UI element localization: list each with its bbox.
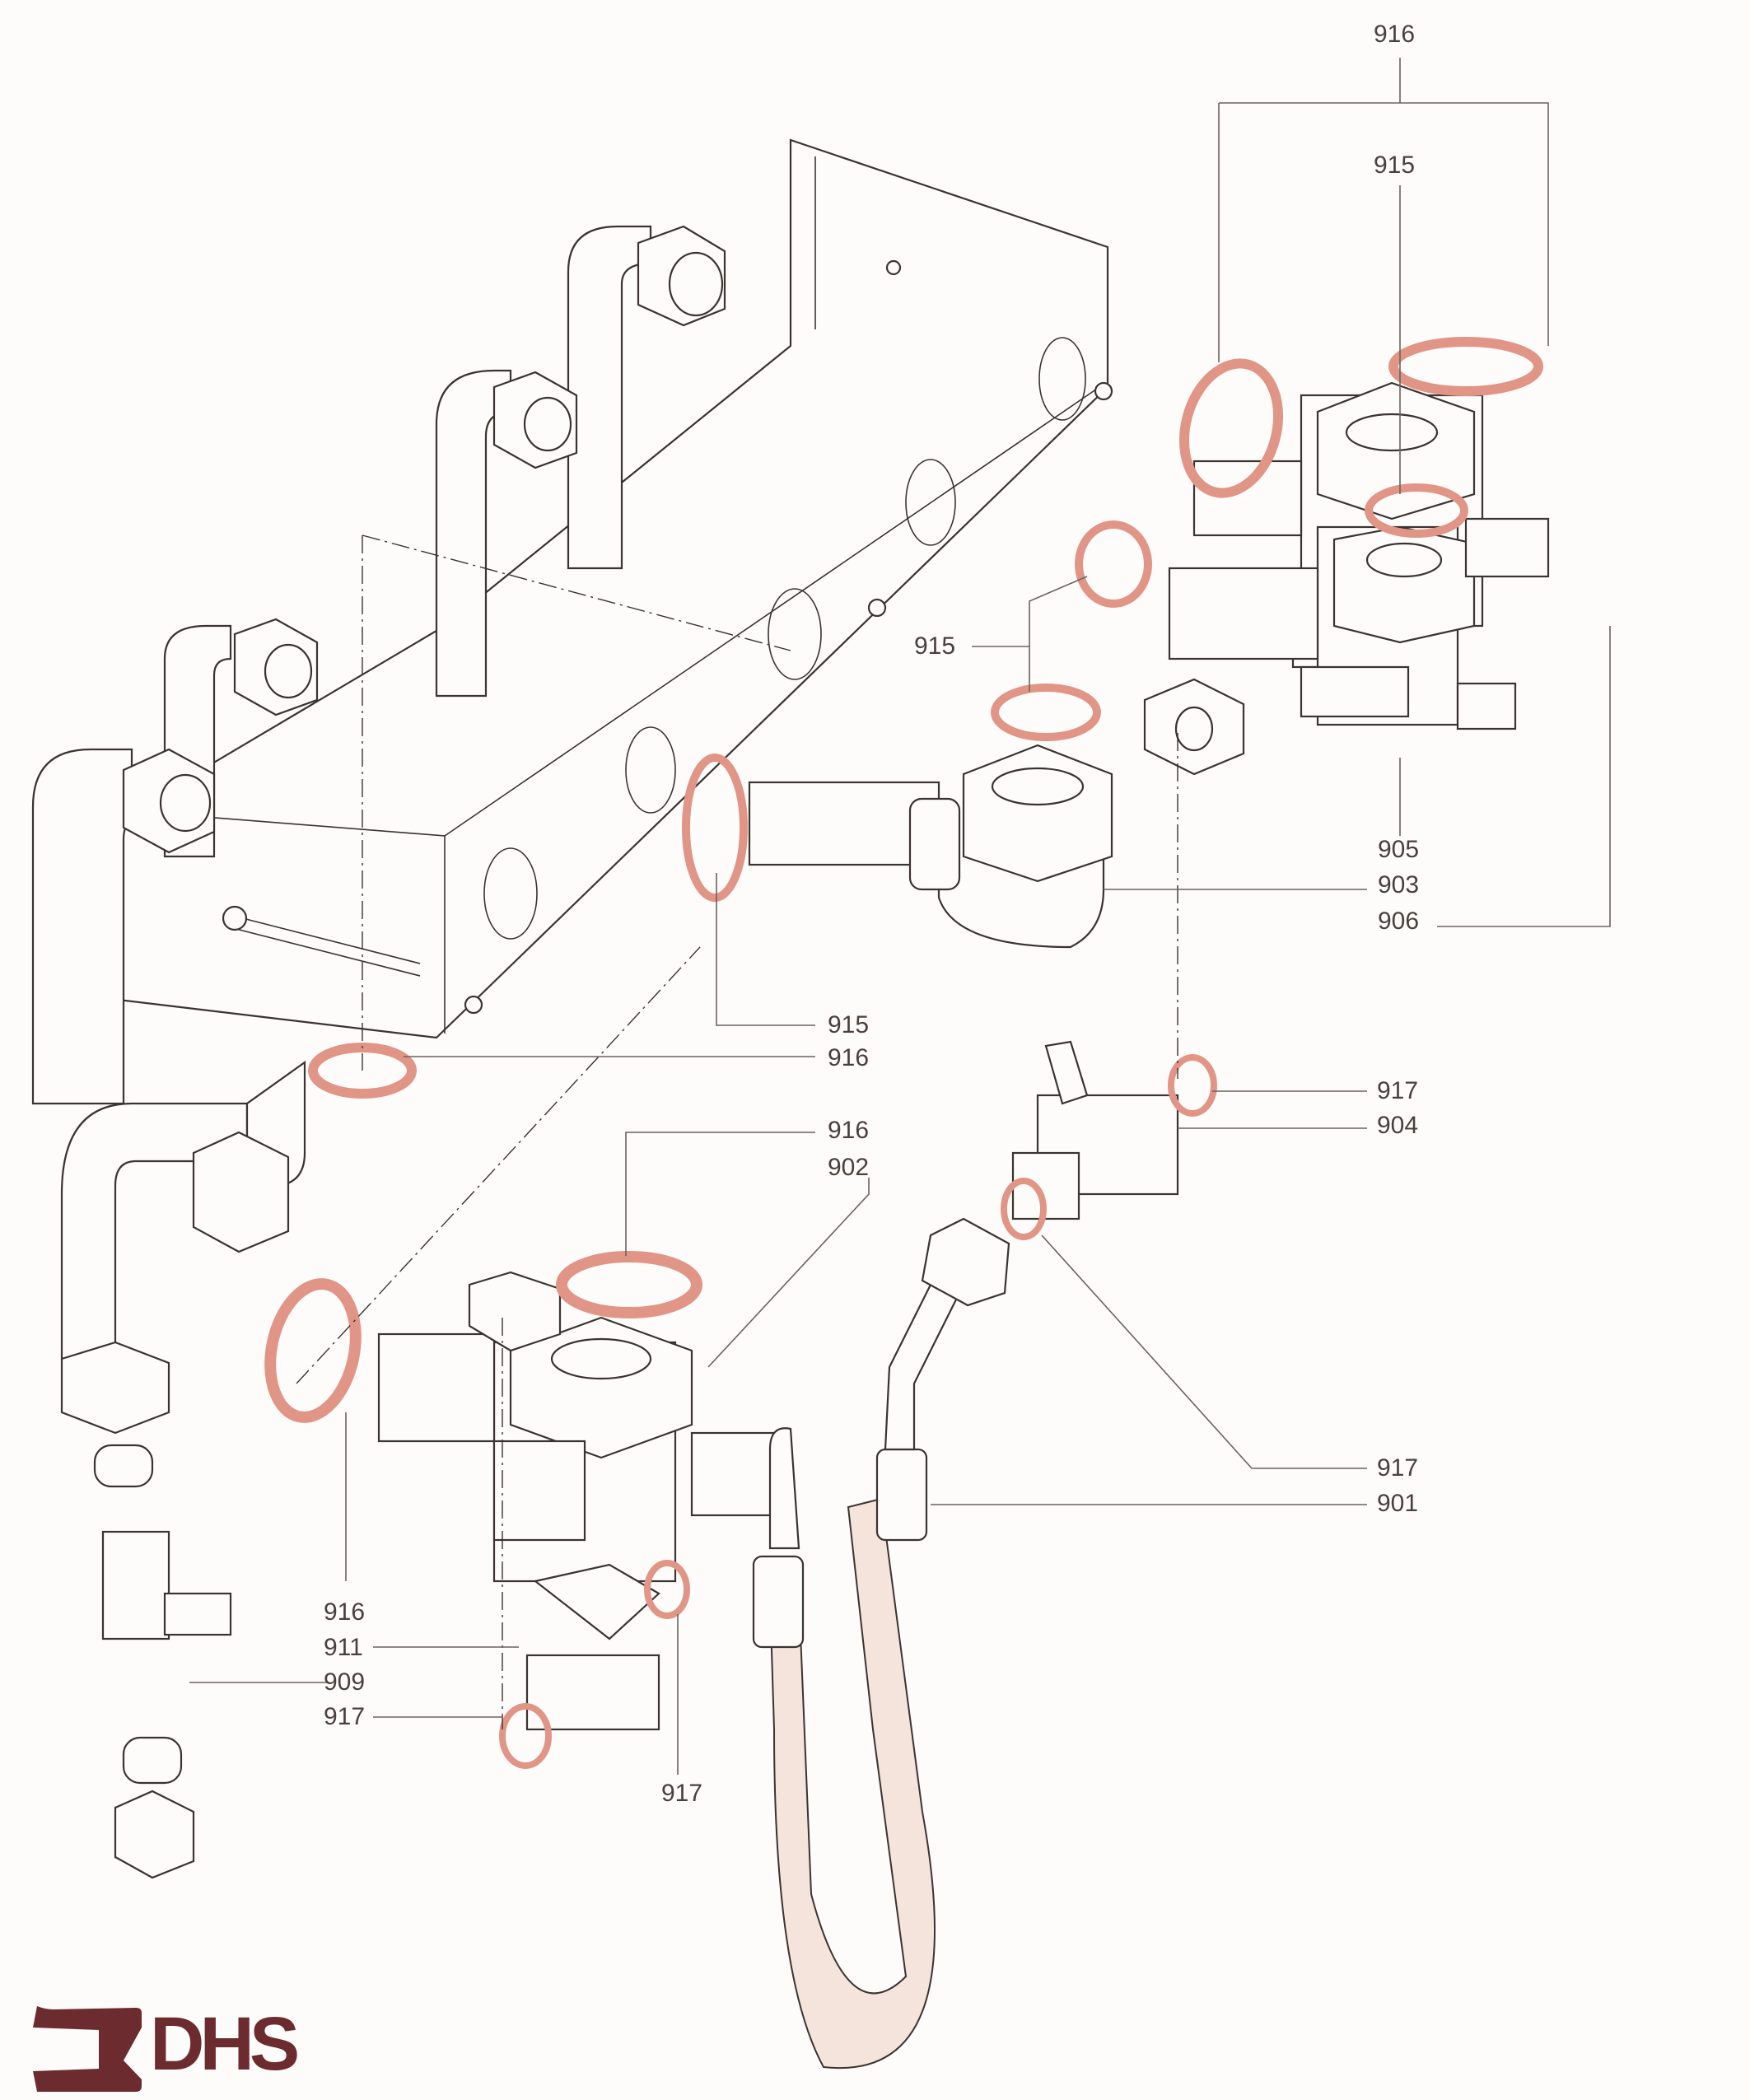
callout-915-lower: 915 — [828, 1011, 870, 1038]
callout-915-mid: 915 — [914, 632, 956, 660]
callout-916-valve: 916 — [828, 1117, 870, 1144]
seal-rings — [264, 337, 1543, 1769]
callout-901: 901 — [1377, 1490, 1419, 1517]
elbow-fitting-903 — [748, 744, 1113, 949]
flexible-hose-901 — [752, 1217, 1010, 2070]
seal-915-rail — [682, 754, 748, 902]
seal-916-top-right — [1388, 337, 1543, 396]
pipes-upper — [31, 225, 726, 1105]
seal-916-left — [264, 1278, 362, 1423]
mounting-rail — [89, 138, 1113, 1039]
seal-917-a — [1168, 1054, 1217, 1117]
callout-906: 906 — [1378, 908, 1420, 935]
callout-911: 911 — [324, 1634, 363, 1661]
seal-915-mid — [1075, 520, 1152, 608]
upper-right-valve-assembly — [1143, 381, 1550, 776]
brand-logo-text: DHS — [150, 2002, 300, 2086]
callout-917-bottom: 917 — [661, 1780, 703, 1807]
lower-left-pipe-assembly — [60, 1060, 306, 1879]
seal-917-b — [1001, 1178, 1047, 1240]
callout-903: 903 — [1378, 871, 1420, 898]
callout-917-b: 917 — [1377, 1454, 1419, 1482]
callout-916-left: 916 — [324, 1598, 366, 1626]
callout-916-lower: 916 — [828, 1044, 870, 1071]
seal-917-bottom — [644, 1560, 690, 1619]
callout-915-top: 915 — [1374, 152, 1416, 179]
seal-915-top — [1365, 483, 1468, 538]
callout-917-a: 917 — [1377, 1077, 1419, 1104]
callout-909: 909 — [324, 1668, 366, 1696]
logo-arrow-icon — [33, 2006, 142, 2092]
assembly-axis-lines — [296, 534, 1178, 1729]
lower-valve-assembly — [377, 1271, 776, 1731]
seal-917-left — [499, 1703, 552, 1769]
seal-916-valve — [556, 1251, 702, 1318]
callout-917-left: 917 — [324, 1703, 366, 1730]
callout-916-top: 916 — [1374, 21, 1416, 48]
dhs-logo — [33, 2006, 142, 2092]
leader-lines — [189, 58, 1611, 1775]
callout-904: 904 — [1377, 1112, 1419, 1139]
callout-902: 902 — [828, 1154, 870, 1181]
callout-905: 905 — [1378, 836, 1420, 863]
seal-916-top — [1178, 358, 1284, 498]
seal-915-lower — [991, 684, 1101, 741]
